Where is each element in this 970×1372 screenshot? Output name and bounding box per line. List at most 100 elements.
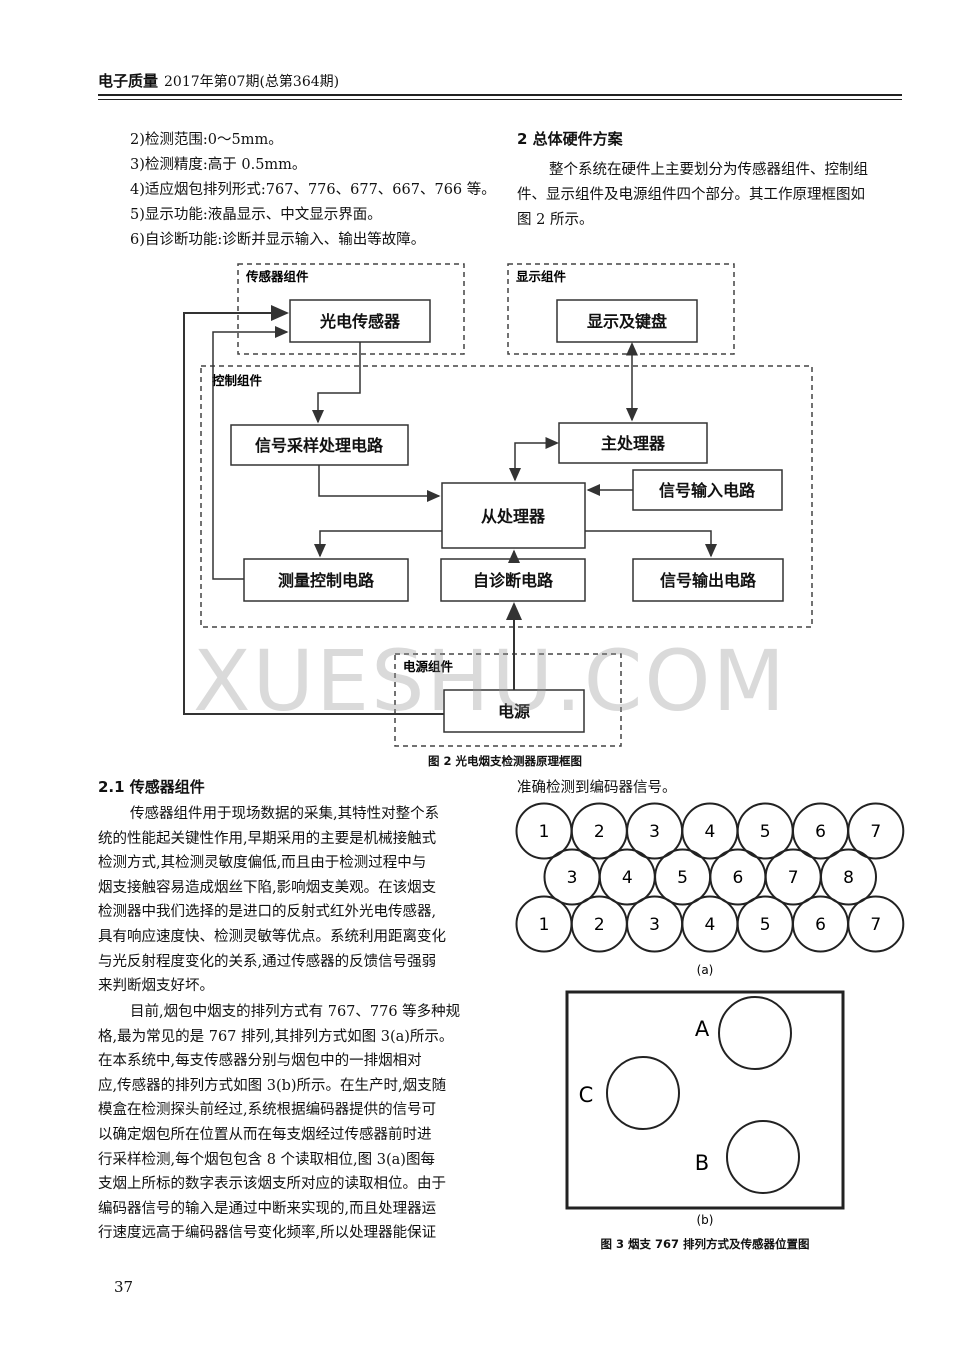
box-label: 光电传感器: [319, 312, 401, 331]
text-line: 在本系统中,每支传感器分别与烟包中的一排烟相对: [98, 1053, 422, 1070]
cigarette-circle: [847, 895, 905, 953]
section-2-line: 件、显示组件及电源组件四个部分。其工作原理框图如: [517, 187, 865, 203]
figure-3b-label: (b): [697, 1213, 714, 1227]
box-slave-processor: [441, 482, 586, 549]
text-line: 模盒在检测探头前经过,系统根据编码器提供的信号可: [98, 1102, 437, 1119]
box-label: 电源: [498, 702, 530, 721]
cigarette-phase-label: 1: [539, 822, 550, 842]
right-column-continuation: 准确检测到编码器信号。: [517, 780, 677, 796]
page-number: 37: [114, 1278, 134, 1296]
section-2-line: 图 2 所示。: [517, 212, 594, 228]
box-label: 测量控制电路: [278, 571, 375, 590]
text-line: 以确定烟包所在位置从而在每支烟经过传感器前时进: [98, 1126, 432, 1143]
cigarette-phase-label: 7: [870, 822, 881, 842]
running-header: 电子质量 2017年第07期(总第364期): [98, 70, 339, 91]
group-sensor-frame: [237, 263, 465, 355]
spec-item-range: 2)检测范围:0～5mm。: [130, 132, 283, 148]
cigarette-phase-label: 3: [649, 822, 660, 842]
group-display-label: 显示组件: [516, 269, 567, 284]
arrow-main-slave: [509, 437, 559, 482]
text-line: 格,最为常见的是 767 排列,其排列方式如图 3(a)所示。: [98, 1028, 454, 1045]
box-label: 自诊断电路: [473, 571, 554, 590]
cigarette-phase-label: 6: [815, 822, 826, 842]
text-line: 行采样检测,每个烟包包含 8 个读取相位,图 3(a)图每: [98, 1151, 435, 1168]
text-line: 传感器组件用于现场数据的采集,其特性对整个系: [130, 806, 440, 822]
box-signal-sampling: [230, 424, 409, 466]
watermark-text: XUESHU.COM: [192, 632, 787, 730]
text-line: 检测方式,其检测灵敏度偏低,而且由于检测过程中与: [98, 855, 427, 872]
cigarette-phase-label: 4: [704, 915, 715, 935]
section-2-line: 整个系统在硬件上主要划分为传感器组件、控制组: [549, 162, 868, 178]
box-label: 信号采样处理电路: [255, 436, 384, 455]
header-rule-thick: [98, 94, 902, 96]
text-line: 编码器信号的输入是通过中断来实现的,而且处理器运: [98, 1200, 437, 1217]
box-signal-output: [632, 558, 784, 602]
sensor-b-label: B: [695, 1151, 709, 1175]
group-sensor-label: 传感器组件: [245, 269, 309, 284]
group-display-frame: [507, 263, 735, 355]
sensor-c-circle: [606, 1056, 680, 1130]
arrow-measure-to-sensor: [212, 326, 289, 580]
spec-item-diagnosis: 6)自诊断功能:诊断并显示输入、输出等故障。: [130, 232, 426, 248]
section-2-title: 2 总体硬件方案: [517, 130, 623, 148]
text-line: 与光反射程度变化的关系,通过传感器的反馈信号强弱: [98, 953, 437, 970]
sensor-b-circle: [726, 1120, 800, 1194]
section-2-1-paragraph-2: 目前,烟包中烟支的排列方式有 767、776 等多种规 格,最为常见的是 767…: [98, 1000, 481, 1246]
group-power-frame: [394, 653, 622, 747]
box-label: 从处理器: [481, 507, 546, 526]
box-self-diagnosis: [440, 558, 586, 602]
journal-name: 电子质量: [98, 72, 159, 90]
box-main-processor: [558, 422, 708, 464]
text-line: 具有响应速度快、检测灵敏等优点。系统利用距离变化: [98, 928, 446, 945]
cigarette-phase-label: 6: [732, 868, 743, 888]
figure-2-caption: 图 2 光电烟支检测器原理框图: [427, 754, 582, 768]
text-line: 支烟上所标的数字表示该烟支所对应的读取相位。由于: [98, 1176, 446, 1193]
cigarette-phase-label: 8: [843, 868, 854, 888]
arrow-slave-to-output: [585, 530, 717, 558]
text-line: 统的性能起关键性作用,早期采用的主要是机械接触式: [98, 830, 437, 847]
cigarette-phase-label: 6: [815, 915, 826, 935]
group-control-frame: [200, 365, 813, 628]
box-label: 信号输入电路: [659, 481, 756, 500]
text-line: 烟支接触容易造成烟丝下陷,影响烟支美观。在该烟支: [98, 879, 437, 896]
arrow-slave-to-measure: [314, 530, 442, 558]
cigarette-circle: [820, 848, 877, 906]
cigarette-phase-label: 4: [622, 868, 633, 888]
box-measure-control: [243, 558, 409, 602]
box-label: 信号输出电路: [660, 571, 757, 590]
cigarette-phase-label: 5: [677, 868, 688, 888]
arrow-power-to-sensor: [183, 305, 444, 715]
text-line: 行速度远高于编码器信号变化频率,所以处理器能保证: [98, 1225, 437, 1242]
section-2-1-title: 2.1 传感器组件: [98, 778, 205, 796]
sensor-a-circle: [718, 996, 792, 1070]
cigarette-phase-label: 3: [649, 915, 660, 935]
spec-item-formats: 4)适应烟包排列形式:767、776、677、667、766 等。: [130, 182, 496, 198]
figure-3-caption: 图 3 烟支 767 排列方式及传感器位置图: [600, 1237, 810, 1251]
cigarette-phase-label: 4: [704, 822, 715, 842]
cigarette-phase-label: 5: [760, 822, 771, 842]
spec-item-precision: 3)检测精度:高于 0.5mm。: [130, 157, 307, 173]
header-rule-thin: [98, 99, 902, 100]
box-label: 主处理器: [601, 434, 666, 453]
group-control-label: 控制组件: [212, 373, 263, 388]
arrow-sampling-to-slave: [318, 465, 441, 502]
cigarette-phase-label: 1: [539, 915, 550, 935]
figure-2-block-diagram: 传感器组件 显示组件 控制组件 电源组件 光电传感器 显示及键盘 信号采样处理电…: [183, 263, 813, 747]
text-line: 应,传感器的排列方式如图 3(b)所示。在生产时,烟支随: [98, 1077, 447, 1094]
sensor-a-label: A: [695, 1017, 710, 1041]
box-signal-input: [632, 469, 783, 511]
cigarette-phase-label: 7: [870, 915, 881, 935]
text-line: 来判断烟支好坏。: [98, 978, 214, 995]
text-line: 检测器中我们选择的是进口的反射式红外光电传感器,: [98, 904, 437, 921]
spec-item-display: 5)显示功能:液晶显示、中文显示界面。: [130, 207, 382, 223]
figure-3b-frame: [565, 990, 845, 1210]
journal-issue: 2017年第07期(总第364期): [164, 74, 340, 90]
box-label: 显示及键盘: [587, 312, 667, 331]
arrow-sensor-to-sampling: [312, 342, 361, 424]
cigarette-circle: [847, 802, 905, 860]
cigarette-phase-label: 3: [567, 868, 578, 888]
group-power-label: 电源组件: [403, 659, 454, 674]
cigarette-phase-label: 2: [594, 915, 605, 935]
